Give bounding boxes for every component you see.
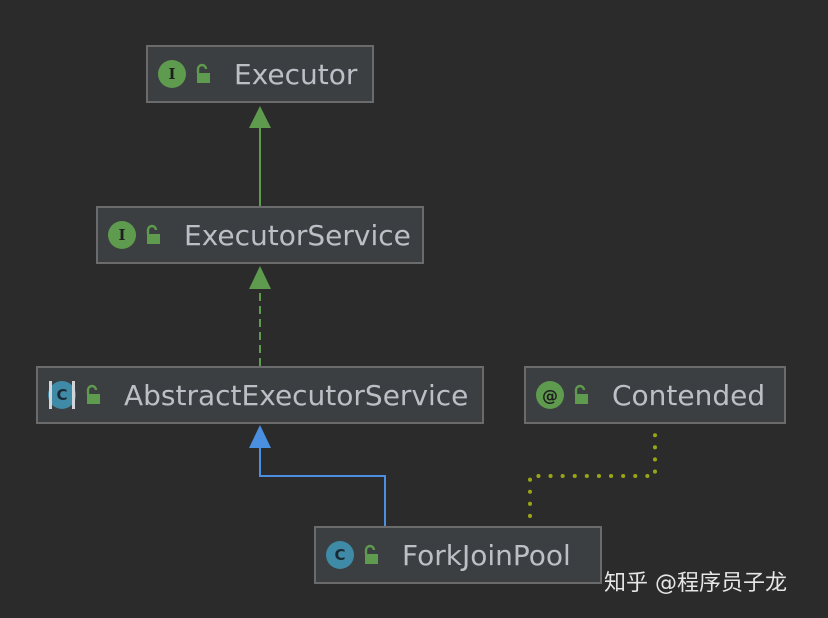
interface-icon: I: [108, 221, 136, 249]
class-icon: C: [326, 541, 354, 569]
interface-icon: I: [158, 60, 186, 88]
unlocked-lock-icon: [146, 224, 160, 244]
arrowhead-executorservice: [249, 266, 271, 289]
node-label: Executor: [234, 57, 358, 91]
node-label: ExecutorService: [184, 218, 411, 252]
unlocked-lock-icon: [574, 384, 588, 404]
node-forkjoinpool[interactable]: C ForkJoinPool: [314, 526, 602, 584]
node-contended[interactable]: @ Contended: [524, 366, 786, 424]
unlocked-lock-icon: [196, 63, 210, 83]
node-label: ForkJoinPool: [402, 538, 571, 572]
watermark: 知乎 @程序员子龙: [604, 571, 787, 596]
node-label: Contended: [612, 378, 766, 412]
node-label: AbstractExecutorService: [124, 378, 469, 412]
node-abstractexecutorservice[interactable]: C AbstractExecutorService: [36, 366, 484, 424]
arrowhead-abstractexecutorservice: [249, 425, 271, 448]
annotation-icon: @: [536, 381, 564, 409]
node-executorservice[interactable]: I ExecutorService: [96, 206, 424, 264]
arrowhead-executor: [249, 106, 271, 128]
abstract-class-icon: C: [48, 381, 76, 409]
edge-forkjoinpool-to-abstractexecutorservice: [259, 448, 386, 526]
unlocked-lock-icon: [364, 544, 378, 564]
unlocked-lock-icon: [86, 384, 100, 404]
edge-forkjoinpool-to-contended: [528, 424, 657, 518]
node-executor[interactable]: I Executor: [146, 45, 374, 103]
